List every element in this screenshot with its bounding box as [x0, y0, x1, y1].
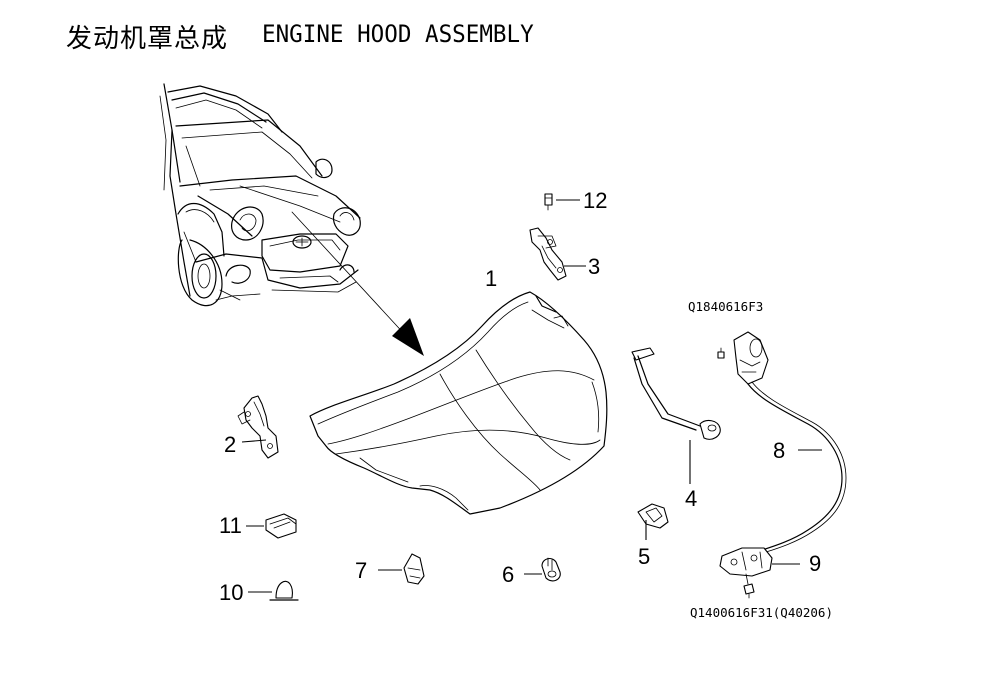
callout-12: 12	[583, 188, 608, 213]
engine-hood-part	[309, 291, 608, 515]
clip-part-7	[378, 553, 425, 585]
part-code-upper-bolt: Q1840616F3	[688, 299, 764, 314]
callout-4: 4	[685, 486, 698, 511]
hood-bumper-stop	[246, 513, 297, 539]
callout-7: 7	[355, 558, 368, 583]
bolt-part-12	[544, 193, 580, 211]
title-english: ENGINE HOOD ASSEMBLY	[262, 20, 534, 48]
callout-5: 5	[638, 544, 651, 569]
callout-3: 3	[588, 254, 601, 279]
pointer-arrow	[291, 211, 424, 356]
hood-hinge-right	[529, 227, 586, 281]
hood-hinge-left	[237, 395, 279, 459]
callout-9: 9	[809, 551, 822, 576]
support-rod-clip	[637, 503, 669, 540]
callout-8: 8	[773, 438, 786, 463]
callout-11: 11	[219, 513, 242, 538]
grommet-part-6	[524, 557, 561, 582]
callout-10: 10	[219, 580, 244, 605]
rubber-plug	[248, 580, 299, 601]
hood-lock-latch	[719, 547, 800, 599]
hood-support-rod	[631, 347, 721, 484]
release-cable-assembly	[717, 331, 847, 555]
vehicle-front-illustration	[159, 83, 361, 307]
callout-2: 2	[224, 432, 237, 457]
title-chinese: 发动机罩总成	[66, 24, 229, 54]
callout-1: 1	[485, 266, 498, 291]
callout-6: 6	[502, 562, 515, 587]
part-code-lower-bolt: Q1400616F31(Q40206)	[690, 605, 833, 620]
